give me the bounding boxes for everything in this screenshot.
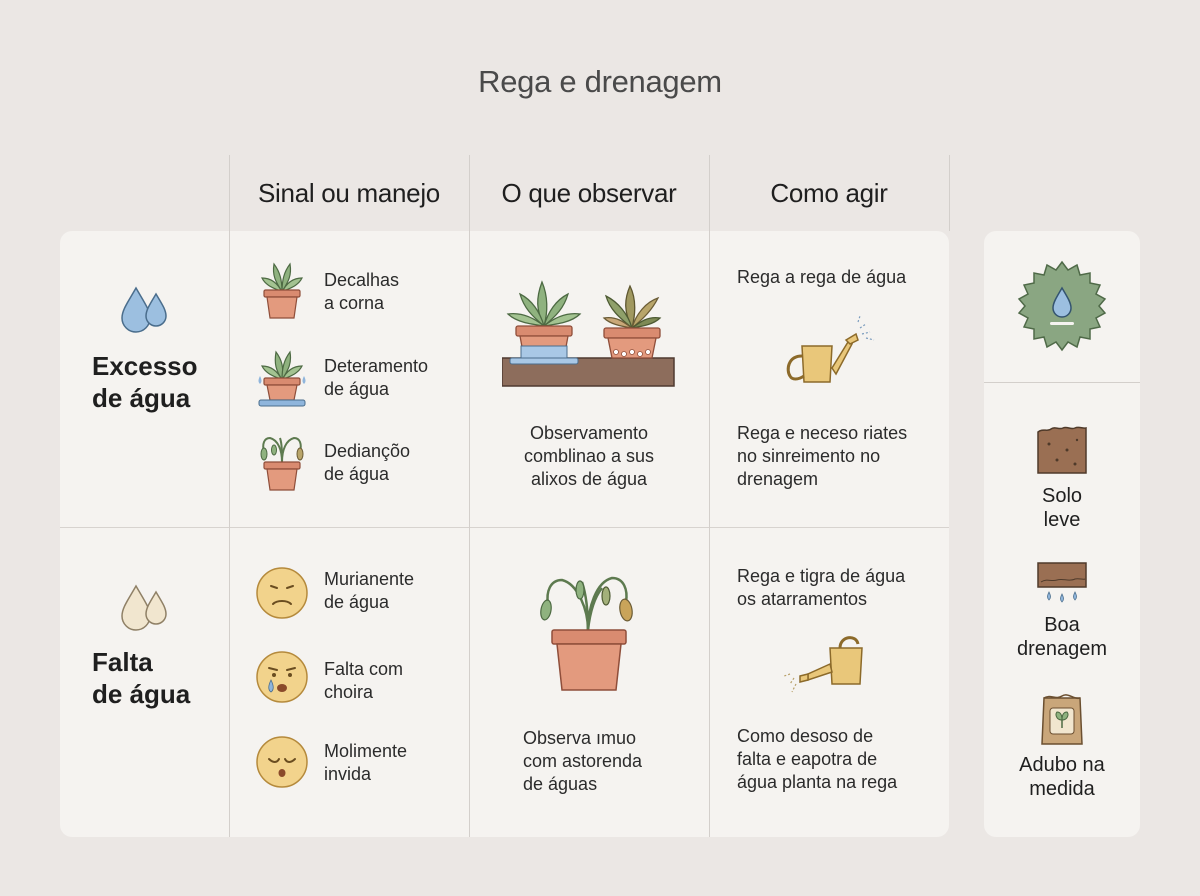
- action-line: os atarramentos: [737, 589, 868, 609]
- signal-label: Falta com choira: [324, 658, 403, 704]
- signal-line: Deteramento: [324, 356, 429, 376]
- observe-line: Observamento: [529, 423, 649, 443]
- signal-label: Deteramento de água: [324, 355, 428, 401]
- frown-face-icon: [255, 566, 309, 620]
- sidebar-label: Boa drenagem: [984, 613, 1140, 661]
- observe-line: Observa ımuo: [523, 728, 637, 748]
- sleepy-face-icon: [255, 735, 309, 789]
- action-line: Rega e neceso riates: [737, 423, 908, 443]
- signal-line: de água: [324, 592, 390, 612]
- observe-line: comblinao a sus: [523, 446, 655, 466]
- row-label-excess: Excesso de água: [92, 350, 198, 414]
- observe-line: com astorenda: [523, 751, 643, 771]
- action-line: água planta na rega: [737, 772, 898, 792]
- table-card: [60, 231, 949, 837]
- page-title: Rega e drenagem: [478, 64, 722, 99]
- row-label-line: Excesso: [92, 351, 198, 381]
- row-label-line: de água: [92, 383, 191, 413]
- action-text: Rega a rega de água: [737, 267, 907, 287]
- signal-line: Decalhas: [324, 270, 400, 290]
- signal-line: Molimente: [324, 741, 408, 761]
- sidebar-line: Boa: [1044, 614, 1080, 636]
- column-divider: [949, 155, 950, 231]
- sidebar-line: drenagem: [1016, 638, 1108, 660]
- action-line: Como desoso de: [737, 726, 874, 746]
- sidebar-label: Adubo na medida: [984, 753, 1140, 801]
- signal-label: Murianente de água: [324, 568, 414, 614]
- row-label-line: Falta: [92, 647, 153, 677]
- cell-divider: [469, 231, 470, 837]
- water-drops-beige-icon: [118, 582, 170, 636]
- drainage-icon: [1037, 562, 1087, 610]
- sidebar-label: Solo leve: [984, 484, 1140, 532]
- signal-line: Murianente: [324, 569, 415, 589]
- fertilizer-bag-icon: [1040, 692, 1084, 746]
- action-line: no sinreimento no: [737, 446, 881, 466]
- observe-line: alixos de água: [530, 469, 648, 489]
- watering-can-pouring-icon: [782, 626, 874, 700]
- observe-line: de águas: [523, 774, 598, 794]
- row-label-lack: Falta de água: [92, 646, 190, 710]
- plants-on-shelf-illustration-icon: [502, 272, 678, 392]
- signal-line: Dediançõo: [324, 441, 411, 461]
- signal-label: Molimente invida: [324, 740, 407, 786]
- sidebar-line: Solo: [1041, 485, 1083, 507]
- sidebar-line: Adubo na: [1019, 754, 1105, 776]
- overflowing-pot-icon: [256, 346, 308, 410]
- action-line: drenagem: [737, 469, 819, 489]
- wilting-plant-pot-icon: [256, 430, 308, 492]
- column-header-observe: O que observar: [501, 178, 677, 208]
- signal-line: de água: [324, 379, 390, 399]
- signal-line: choira: [324, 682, 374, 702]
- signal-line: de água: [324, 464, 390, 484]
- water-drops-blue-icon: [118, 284, 170, 338]
- column-header-action: Como agir: [770, 178, 888, 208]
- signal-line: Falta com: [324, 659, 404, 679]
- healthy-plant-pot-icon: [258, 256, 306, 320]
- sidebar-divider: [984, 382, 1140, 383]
- row-divider: [60, 527, 949, 528]
- watering-can-icon: [780, 312, 880, 388]
- row-label-line: de água: [92, 679, 191, 709]
- signal-line: a corna: [324, 293, 385, 313]
- observe-text: Observa ımuo com astorenda de águas: [469, 727, 709, 796]
- signal-line: invida: [324, 764, 372, 784]
- column-header-signal: Sinal ou manejo: [258, 178, 440, 208]
- soil-icon: [1037, 426, 1087, 474]
- action-line: Rega e tigra de água: [737, 566, 906, 586]
- sidebar-line: leve: [1043, 509, 1081, 531]
- action-line: falta e eapotra de: [737, 749, 878, 769]
- observe-text: Observamento comblinao a sus alixos de á…: [469, 422, 709, 491]
- cell-divider: [709, 231, 710, 837]
- signal-label: Decalhas a corna: [324, 269, 399, 315]
- cell-divider: [229, 231, 230, 837]
- signal-label: Dediançõo de água: [324, 440, 410, 486]
- crying-face-icon: [255, 650, 309, 704]
- action-text: Como desoso de falta e eapotra de água p…: [737, 725, 937, 794]
- action-text: Rega e neceso riates no sinreimento no d…: [737, 422, 937, 491]
- action-text: Rega e tigra de água os atarramentos: [737, 565, 937, 611]
- water-drop-badge-icon: [1016, 260, 1108, 352]
- sidebar-line: medida: [1029, 778, 1095, 800]
- drooping-plant-illustration-icon: [532, 570, 644, 694]
